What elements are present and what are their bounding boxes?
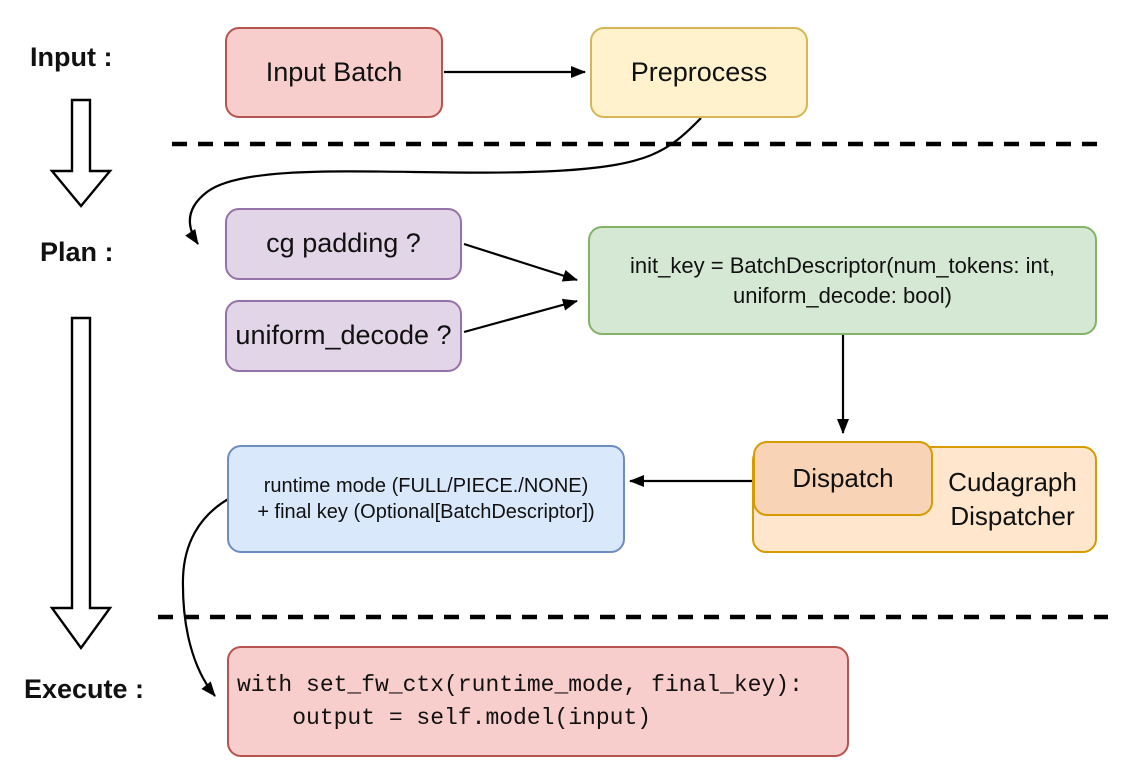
node-preprocess: Preprocess (590, 27, 808, 118)
cg-padding-label: cg padding ? (266, 228, 421, 259)
dispatch-label: Dispatch (792, 463, 894, 494)
node-cg-padding: cg padding ? (225, 208, 462, 280)
node-init-key: init_key = BatchDescriptor(num_tokens: i… (588, 226, 1097, 335)
big-down-arrow-plan-to-execute (49, 316, 113, 651)
cudagraph-line1: Cudagraph (948, 467, 1077, 498)
execute-code-line1: with set_fw_ctx(runtime_mode, final_key)… (237, 671, 803, 698)
node-dispatch: Dispatch (753, 441, 933, 516)
arrow-cgpadding-to-initkey (463, 242, 578, 282)
input-batch-label: Input Batch (265, 56, 403, 87)
cudagraph-line2: Dispatcher (950, 500, 1075, 531)
init-key-line1: init_key = BatchDescriptor(num_tokens: i… (630, 253, 1055, 279)
cudagraph-dispatcher-label: Cudagraph Dispatcher (930, 448, 1095, 551)
arrow-uniformdecode-to-initkey (463, 298, 578, 334)
node-uniform-decode: uniform_decode ? (225, 300, 462, 372)
runtime-mode-line1: runtime mode (FULL/PIECE./NONE) (263, 474, 589, 497)
runtime-mode-line2: + final key (Optional[BatchDescriptor]) (257, 501, 595, 523)
init-key-line2: uniform_decode: bool) (733, 282, 952, 308)
section-label-input: Input : (30, 42, 113, 72)
uniform-decode-label: uniform_decode ? (235, 320, 452, 351)
execute-code-line2: output = self.model(input) (237, 704, 652, 731)
big-down-arrow-input-to-plan (49, 98, 113, 208)
node-runtime-mode: runtime mode (FULL/PIECE./NONE) + final … (227, 445, 625, 553)
node-input-batch: Input Batch (225, 27, 443, 118)
node-execute-code: with set_fw_ctx(runtime_mode, final_key)… (227, 646, 849, 757)
arrow-runtimemode-to-executecode (181, 497, 231, 697)
section-label-execute: Execute : (24, 674, 145, 704)
section-label-plan: Plan : (40, 237, 114, 267)
preprocess-label: Preprocess (630, 56, 768, 87)
arrow-preprocess-to-cgpadding (185, 117, 702, 245)
